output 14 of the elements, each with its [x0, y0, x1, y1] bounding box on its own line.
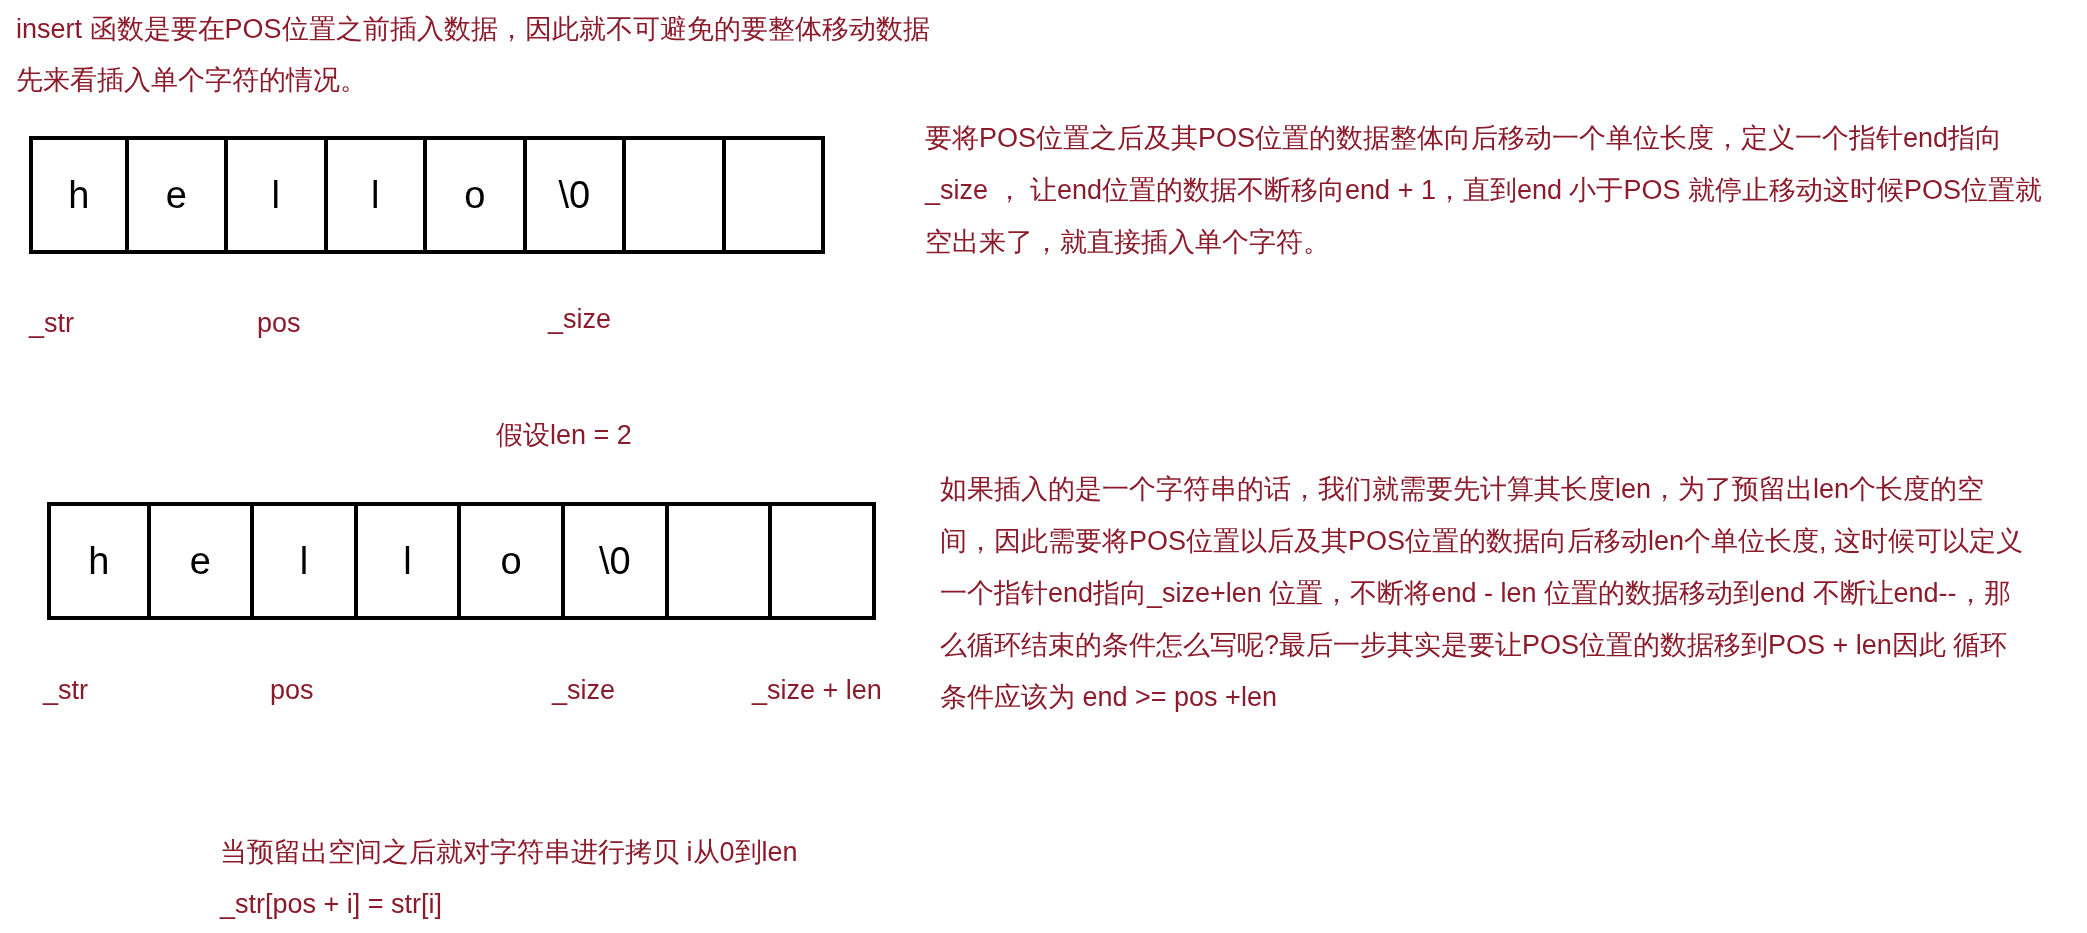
- explanation-text: 要将POS位置之后及其POS位置的数据整体向后移动一个单位长度，定义一个指针end指向_size ， 让end位置的数据不断移向end + 1，直到end 小于POS 就停止移动这时候POS位置就空出来了，就直接插入单个字符。: [925, 122, 2043, 259]
- pointer-label: pos: [270, 674, 314, 707]
- note-text: 假设len = 2: [496, 419, 632, 452]
- explanation-text: 如果插入的是一个字符串的话，我们就需要先计算其长度len，为了预留出len个长度的空间，因此需要将POS位置以后及其POS位置的数据向后移动len个单位长度, 这时候可以定义一个指针end指向_size+len 位置，不断将end - len 位置的数据移动到end 不断让end--，那么循环结束的条件怎么写呢?最后一步其实是要让POS位置的数据移到POS + len因此 循环条件应该为 end >= pos +len: [940, 473, 2025, 714]
- pointer-label: _str: [43, 674, 88, 707]
- pointer-label: _size: [548, 303, 612, 336]
- heading-text: insert 函数是要在POS位置之前插入数据，因此就不可避免的要整体移动数据: [16, 13, 930, 46]
- pointer-label: _size + len: [752, 674, 882, 707]
- note-text: 当预留出空间之后就对字符串进行拷贝 i从0到len: [220, 836, 798, 869]
- code-text: _str[pos + i] = str[i]: [220, 888, 443, 921]
- pointer-label: _str: [29, 307, 74, 340]
- heading-text: 先来看插入单个字符的情况。: [16, 64, 367, 97]
- pointer-label: _size: [552, 674, 616, 707]
- pointer-label: pos: [257, 307, 301, 340]
